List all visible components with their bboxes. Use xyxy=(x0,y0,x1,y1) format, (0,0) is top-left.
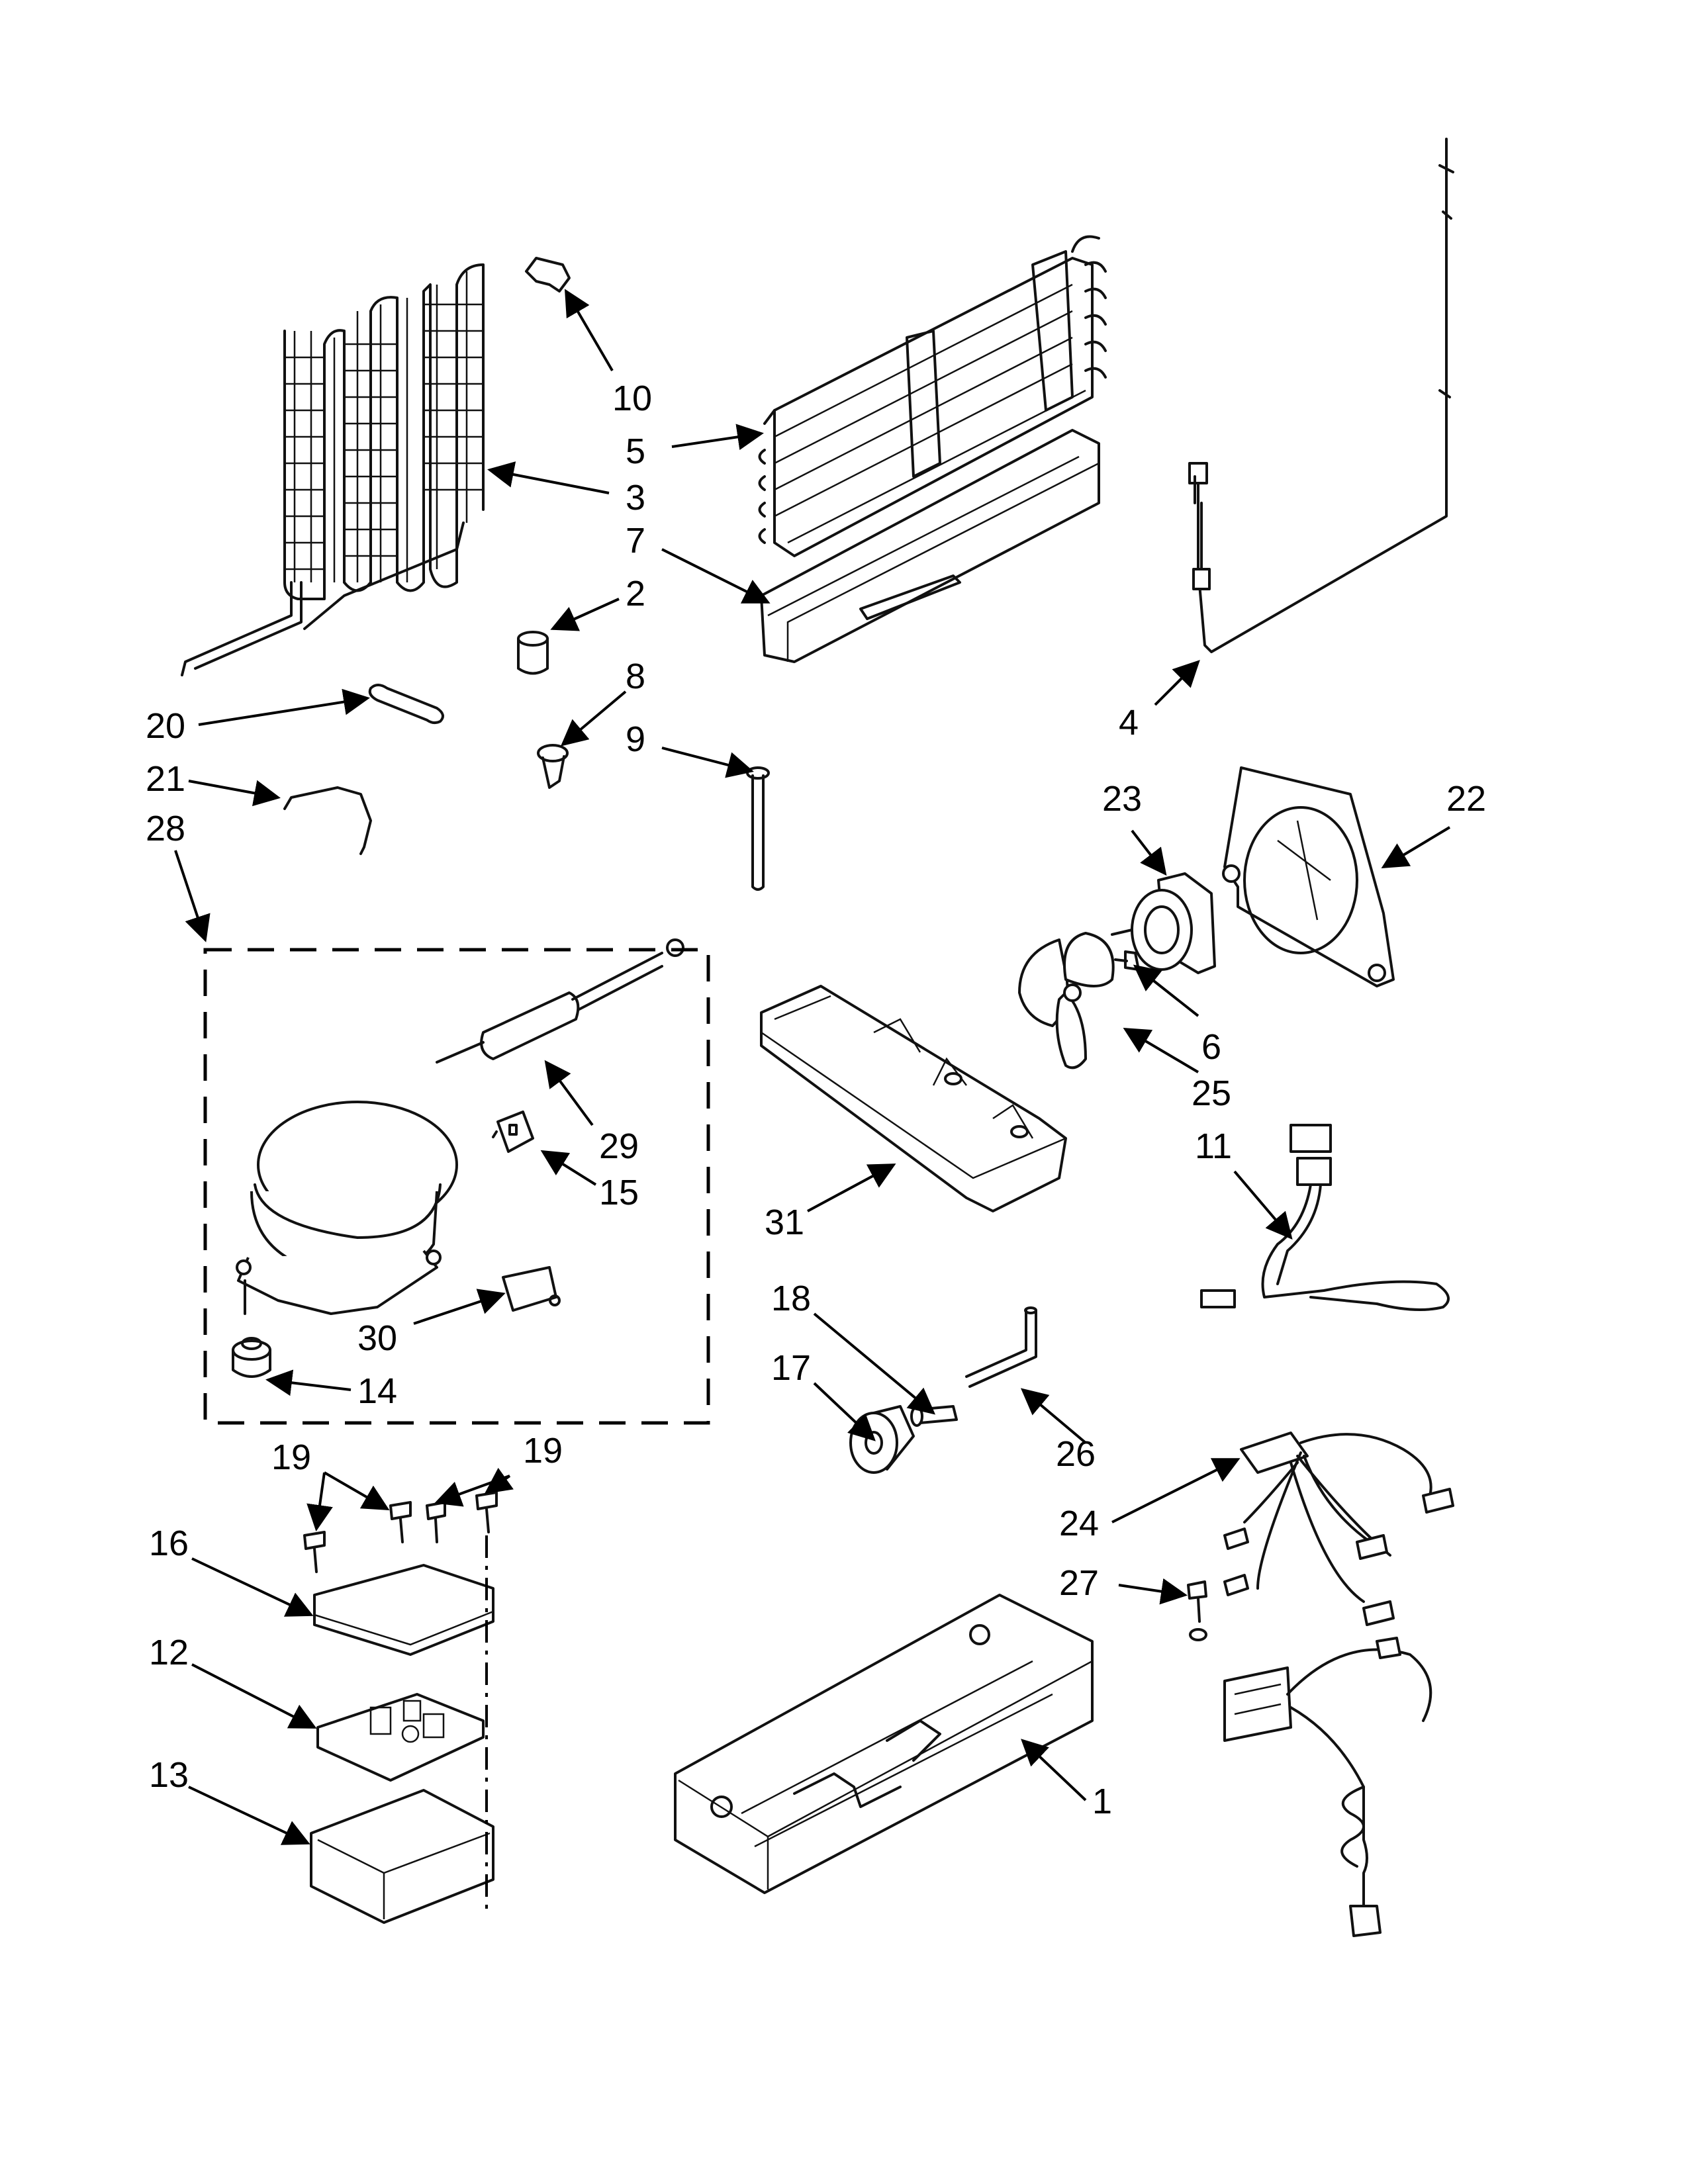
overload-part xyxy=(502,1266,561,1312)
control-cover-part xyxy=(313,1564,494,1656)
callout-5: 5 xyxy=(626,432,645,471)
callout-17: 17 xyxy=(771,1348,811,1388)
cylinder-part xyxy=(517,631,549,675)
screws-19 xyxy=(303,1491,498,1573)
wire-harness-part-11 xyxy=(1200,1124,1450,1311)
condenser-coil-part xyxy=(181,263,485,676)
grommet-part xyxy=(537,744,569,789)
callout-13: 13 xyxy=(149,1755,189,1795)
compressor-part xyxy=(236,1101,458,1315)
callout-1: 1 xyxy=(1092,1782,1112,1821)
relay-part xyxy=(492,1111,534,1153)
drain-tube-part xyxy=(746,766,770,891)
callout-15: 15 xyxy=(599,1173,639,1212)
callout-12: 12 xyxy=(149,1633,189,1672)
callout-3: 3 xyxy=(626,478,645,518)
callout-22: 22 xyxy=(1446,779,1486,819)
callout-10: 10 xyxy=(612,379,652,418)
wire-hook-part xyxy=(283,786,372,855)
filter-drier-part xyxy=(436,938,684,1064)
leader-lines xyxy=(174,289,1451,1845)
callout-23: 23 xyxy=(1102,779,1142,819)
callout-31: 31 xyxy=(765,1203,804,1242)
fan-blade-part xyxy=(1018,932,1115,1069)
callout-21: 21 xyxy=(146,759,185,799)
evaporator-coil-part xyxy=(758,235,1107,557)
callout-19-right: 19 xyxy=(523,1431,563,1471)
callout-6: 6 xyxy=(1201,1027,1221,1067)
callout-2: 2 xyxy=(626,574,645,614)
callout-25: 25 xyxy=(1192,1073,1231,1113)
callout-11: 11 xyxy=(1195,1126,1232,1166)
wire-heater-part xyxy=(1188,138,1454,653)
evaporator-tray-part xyxy=(760,429,1100,663)
callout-29: 29 xyxy=(599,1126,639,1166)
wheel-axle-part xyxy=(910,1405,958,1427)
screw-part-27 xyxy=(1187,1580,1207,1641)
callout-labels: 10 5 3 7 2 8 9 20 21 28 4 23 22 6 25 29 … xyxy=(146,379,1486,1821)
callout-26: 26 xyxy=(1056,1434,1096,1474)
assembly-28-boundary xyxy=(203,948,710,1425)
strap-part xyxy=(368,684,444,725)
fan-shroud-part xyxy=(1222,766,1395,987)
clip-part xyxy=(525,257,571,293)
callout-14: 14 xyxy=(357,1371,397,1411)
callout-27: 27 xyxy=(1059,1563,1099,1603)
control-board-part xyxy=(316,1693,485,1782)
callout-8: 8 xyxy=(626,657,645,696)
bent-tube-part xyxy=(965,1306,1037,1388)
control-housing-part xyxy=(310,1789,494,1924)
main-wire-harness-part xyxy=(1223,1432,1454,1937)
mount-grommet-part xyxy=(232,1337,271,1378)
fan-motor-part xyxy=(1111,872,1216,974)
tray-part xyxy=(760,985,1067,1212)
callout-4: 4 xyxy=(1119,703,1139,743)
callout-28: 28 xyxy=(146,809,185,848)
callout-20: 20 xyxy=(146,706,185,746)
callout-19-left: 19 xyxy=(271,1437,311,1477)
roller-wheel-part xyxy=(849,1405,915,1474)
callout-24: 24 xyxy=(1059,1504,1099,1543)
callout-18: 18 xyxy=(771,1279,811,1318)
callout-16: 16 xyxy=(149,1524,189,1563)
callout-9: 9 xyxy=(626,719,645,759)
base-plate-part xyxy=(674,1594,1094,1894)
callout-7: 7 xyxy=(626,521,645,561)
callout-30: 30 xyxy=(357,1318,397,1358)
